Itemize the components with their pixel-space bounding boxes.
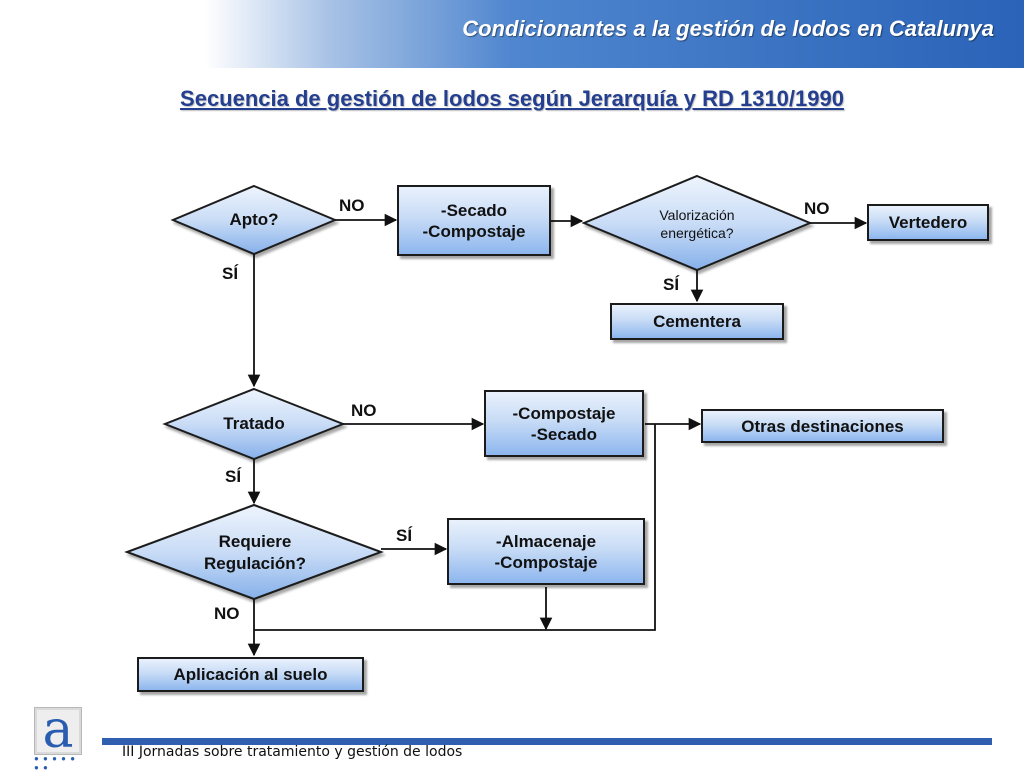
- label-no-apto: NO: [339, 196, 365, 215]
- box-otras-destinaciones: Otras destinaciones: [701, 409, 944, 443]
- box-compostaje-secado: -Compostaje -Secado: [484, 390, 644, 457]
- decision-valorizacion-line-2: energética?: [660, 225, 734, 241]
- label-si-valorizacion: SÍ: [663, 275, 680, 294]
- box-vertedero: Vertedero: [867, 204, 989, 241]
- box-compostaje-secado-line-1: -Compostaje: [512, 403, 616, 423]
- footer-bar: [102, 738, 992, 745]
- decision-valorizacion-label: Valorización energética?: [600, 204, 794, 244]
- header-title: Condicionantes a la gestión de lodos en …: [462, 16, 994, 41]
- logo-letter: a: [42, 700, 74, 760]
- label-si-apto: SÍ: [222, 264, 239, 283]
- label-no-tratado: NO: [351, 401, 377, 420]
- box-almacenaje-compostaje-line-1: -Almacenaje: [495, 531, 597, 551]
- box-secado-compostaje-line-1: -Secado: [440, 200, 508, 220]
- box-almacenaje-compostaje-line-2: -Compostaje: [494, 552, 598, 572]
- box-cementera: Cementera: [610, 303, 784, 340]
- box-compostaje-secado-line-2: -Secado: [530, 424, 598, 444]
- organization-logo: a: [34, 700, 82, 760]
- decision-apto-label: Apto?: [229, 210, 279, 229]
- box-aplicacion-suelo: Aplicación al suelo: [137, 657, 364, 692]
- box-secado-compostaje-line-2: -Compostaje: [422, 221, 526, 241]
- footer-text: III Jornadas sobre tratamiento y gestión…: [122, 744, 463, 760]
- page-subtitle: Secuencia de gestión de lodos según Jera…: [180, 86, 844, 111]
- decision-requiere-line-1: Requiere: [218, 532, 292, 551]
- label-si-requiere: SÍ: [396, 526, 413, 545]
- label-no-valorizacion: NO: [804, 199, 830, 218]
- decision-requiere-line-2: Regulación?: [203, 554, 306, 573]
- decision-tratado-label: Tratado: [223, 414, 285, 433]
- label-no-requiere: NO: [214, 604, 240, 623]
- logo-dots: ● ● ● ● ● ● ●: [34, 754, 77, 772]
- edge-merge-line: [254, 424, 656, 631]
- box-almacenaje-compostaje: -Almacenaje -Compostaje: [447, 518, 645, 585]
- label-si-tratado: SÍ: [225, 467, 242, 486]
- box-secado-compostaje: -Secado -Compostaje: [397, 185, 551, 256]
- header-band: [0, 0, 1024, 68]
- decision-valorizacion-line-1: Valorización: [659, 207, 735, 223]
- decision-requiere-label: Requiere Regulación?: [150, 530, 360, 576]
